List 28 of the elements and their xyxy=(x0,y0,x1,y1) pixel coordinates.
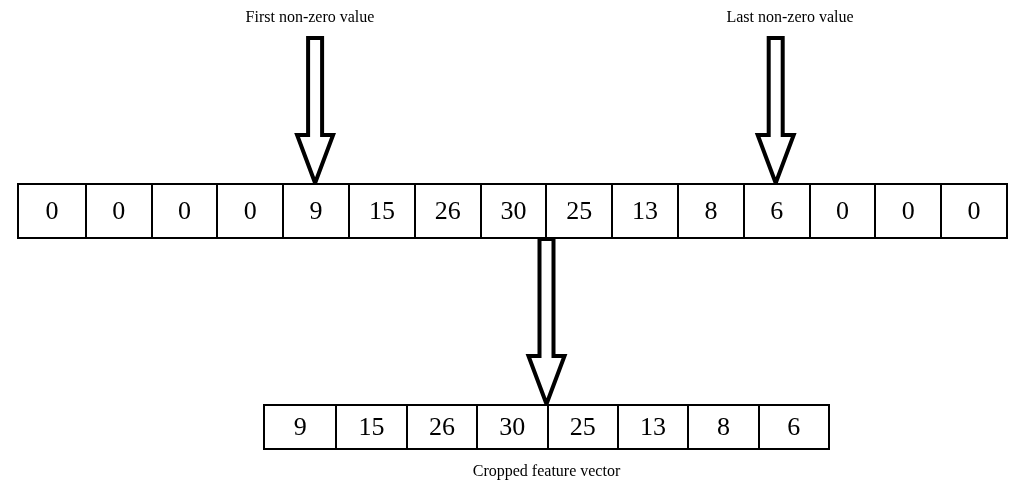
array-cell: 8 xyxy=(677,185,743,237)
array-cell: 0 xyxy=(216,185,283,237)
number-array xyxy=(17,183,1008,239)
array-cell: 8 xyxy=(687,406,758,448)
array-cell: 0 xyxy=(150,185,217,237)
array-cell: 26 xyxy=(405,406,477,448)
caption-text: Cropped feature vector xyxy=(471,462,622,480)
array-cell: 0 xyxy=(84,185,151,237)
array-cell: 6 xyxy=(757,406,828,448)
array-cell: 15 xyxy=(335,406,406,448)
annotation-text: Last non-zero value xyxy=(690,8,890,38)
array-cell: 13 xyxy=(616,406,688,448)
array-cell: 0 xyxy=(808,185,875,237)
number-array xyxy=(263,404,830,450)
array-cell: 25 xyxy=(545,185,612,237)
array-cell: 13 xyxy=(611,185,677,237)
array-cell: 0 xyxy=(940,185,1006,237)
array-cell: 26 xyxy=(413,185,480,237)
array-cell: 0 xyxy=(19,185,85,237)
array-cell: 30 xyxy=(479,185,546,237)
array-cell: 30 xyxy=(476,406,547,448)
array-cell: 15 xyxy=(348,185,414,237)
array-cell: 9 xyxy=(282,185,348,237)
array-cell: 0 xyxy=(874,185,941,237)
array-cell: 6 xyxy=(742,185,809,237)
annotation-text: First non-zero value xyxy=(210,8,410,38)
array-cell: 25 xyxy=(546,406,617,448)
array-cell: 9 xyxy=(265,406,336,448)
